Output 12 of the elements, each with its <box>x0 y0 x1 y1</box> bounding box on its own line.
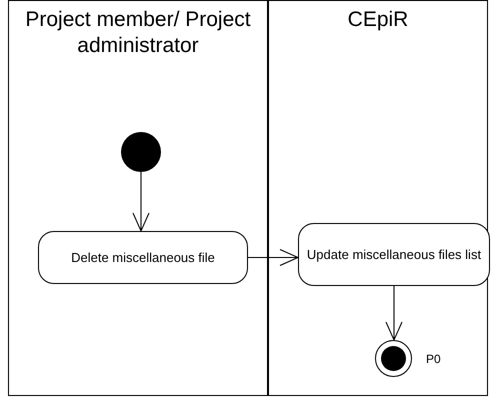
swimlane <box>268 0 488 396</box>
action-box: Update miscellaneous files list <box>298 223 490 286</box>
arrow <box>132 172 150 232</box>
lane-title: CEpiR <box>346 7 410 33</box>
final-node <box>375 340 412 377</box>
node-label: P0 <box>426 352 441 366</box>
arrow <box>248 249 298 266</box>
arrow <box>386 286 402 340</box>
swimlane <box>8 0 269 396</box>
action-box: Delete miscellaneous file <box>38 231 248 284</box>
lane-title: Project member/ Project administrator <box>24 7 252 59</box>
initial-node <box>121 132 161 172</box>
